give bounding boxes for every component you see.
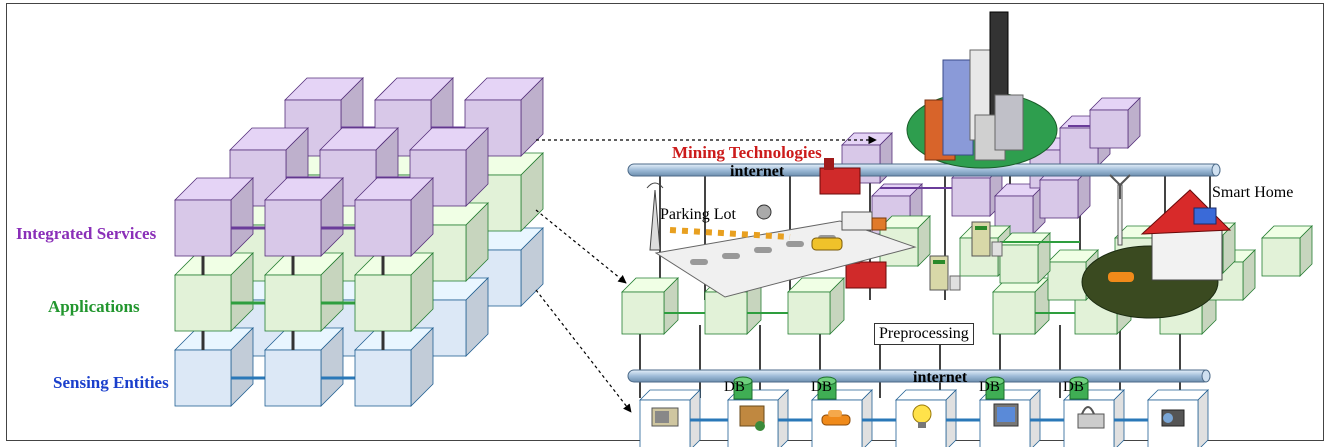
database-icon bbox=[1069, 376, 1089, 400]
applications-label: Applications bbox=[48, 297, 140, 316]
wind-turbine-icon bbox=[1109, 174, 1131, 246]
application-cube bbox=[174, 252, 254, 332]
db-label: DB bbox=[979, 379, 1000, 395]
house-icon bbox=[1081, 189, 1232, 319]
sensing-cube bbox=[264, 327, 344, 407]
sensing-cube bbox=[174, 327, 254, 407]
mining-technologies-label: Mining Technologies bbox=[672, 143, 822, 162]
truck-icon bbox=[841, 211, 887, 231]
smart-home-label: Smart Home bbox=[1212, 184, 1294, 201]
arrow-applications bbox=[535, 209, 627, 284]
service-cube bbox=[174, 177, 254, 257]
service-cube bbox=[1089, 97, 1141, 149]
monitor-icon bbox=[651, 407, 679, 427]
integrated-services-label: Integrated Services bbox=[16, 224, 157, 243]
application-cube bbox=[999, 232, 1051, 284]
tv-icon bbox=[993, 403, 1019, 427]
factory-icon bbox=[819, 158, 861, 195]
internet-top-label: internet bbox=[730, 163, 785, 180]
db-label: DB bbox=[811, 379, 832, 395]
application-cube bbox=[1261, 225, 1313, 277]
preprocessing-label: Preprocessing bbox=[874, 323, 974, 345]
city-icon bbox=[906, 11, 1058, 169]
car-icon bbox=[811, 237, 843, 251]
application-cube bbox=[621, 277, 679, 335]
server-icon bbox=[929, 255, 961, 291]
car-icon bbox=[821, 410, 851, 426]
application-cube bbox=[992, 277, 1050, 335]
lightbulb-icon bbox=[912, 404, 932, 428]
service-cube bbox=[264, 177, 344, 257]
parking-lot-label: Parking Lot bbox=[660, 206, 736, 223]
right-network bbox=[621, 11, 1313, 447]
service-cube bbox=[354, 177, 434, 257]
internet-pipe-top bbox=[627, 163, 1221, 177]
database-icon bbox=[733, 376, 753, 400]
left-layer-stack bbox=[174, 77, 544, 407]
internet-bottom-label: internet bbox=[913, 369, 968, 386]
phone-icon bbox=[1077, 406, 1105, 429]
application-cube bbox=[787, 277, 845, 335]
sensing-cube bbox=[354, 327, 434, 407]
server-icon bbox=[971, 221, 1003, 257]
database-icon bbox=[817, 376, 837, 400]
application-cube bbox=[264, 252, 344, 332]
sensing-entities-label: Sensing Entities bbox=[53, 373, 169, 392]
db-label: DB bbox=[1063, 379, 1084, 395]
camcorder-icon bbox=[1161, 409, 1185, 427]
application-cube bbox=[354, 252, 434, 332]
arrow-sensing bbox=[535, 289, 632, 413]
box-icon bbox=[739, 405, 765, 431]
dotted-arrows bbox=[535, 135, 877, 413]
db-label: DB bbox=[724, 379, 745, 395]
antenna-icon bbox=[646, 182, 664, 251]
internet-pipe-bottom bbox=[627, 369, 1211, 383]
database-icon bbox=[985, 376, 1005, 400]
camera-icon bbox=[756, 204, 772, 220]
